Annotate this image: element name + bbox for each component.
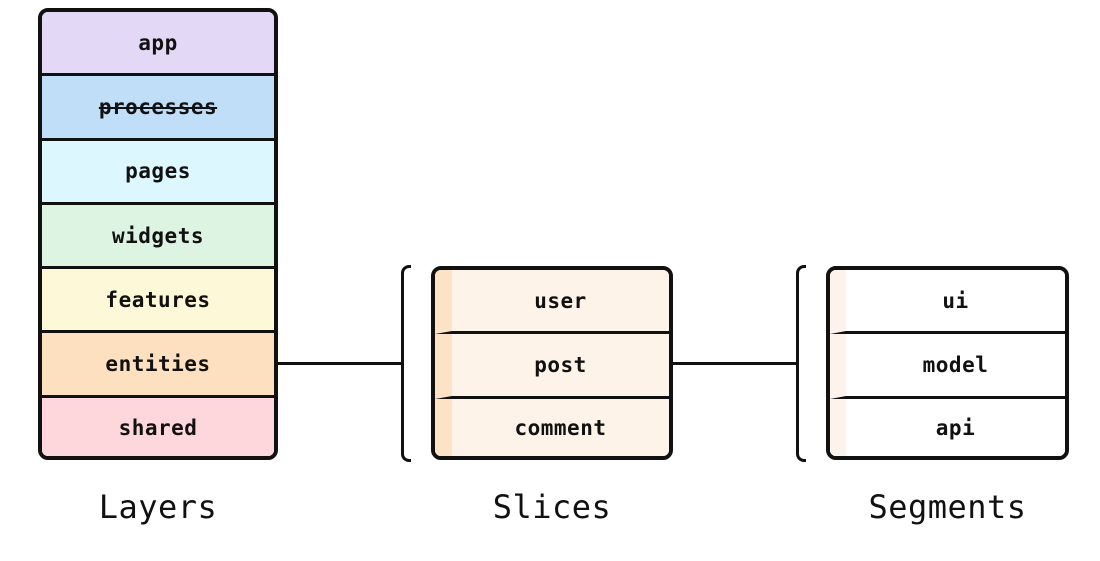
layers-stack: app processes pages widgets features ent… xyxy=(38,8,278,460)
layer-label: entities xyxy=(105,352,211,377)
segment-model: model xyxy=(830,334,1065,399)
segment-label: api xyxy=(935,415,976,440)
segment-label: model xyxy=(922,352,989,377)
layer-shared: shared xyxy=(42,397,274,456)
layer-label: processes xyxy=(98,94,218,119)
segment-label: ui xyxy=(942,288,969,313)
layer-label: shared xyxy=(118,416,198,441)
layer-label: widgets xyxy=(111,223,204,248)
segment-ui: ui xyxy=(830,270,1065,335)
slice-label: user xyxy=(534,288,587,313)
segment-api: api xyxy=(830,398,1065,456)
layer-label: features xyxy=(105,287,211,312)
layer-widgets: widgets xyxy=(42,204,274,270)
layer-features: features xyxy=(42,269,274,334)
slice-user: user xyxy=(435,270,669,335)
segments-bracket xyxy=(796,265,806,462)
layer-processes: processes xyxy=(42,76,274,141)
layer-entities: entities xyxy=(42,333,274,398)
connector-line xyxy=(278,362,402,365)
slice-label: comment xyxy=(514,415,607,440)
slices-stack: user post comment xyxy=(431,266,673,460)
slice-post: post xyxy=(435,334,669,399)
layer-label: pages xyxy=(125,159,191,184)
layer-pages: pages xyxy=(42,140,274,205)
layers-caption: Layers xyxy=(98,488,218,526)
slice-comment: comment xyxy=(435,398,669,456)
segments-stack: ui model api xyxy=(826,266,1069,460)
slices-bracket xyxy=(401,265,411,462)
slice-label: post xyxy=(534,352,587,377)
connector-line xyxy=(673,362,798,365)
segments-caption: Segments xyxy=(868,488,1027,526)
layer-app: app xyxy=(42,12,274,77)
layer-label: app xyxy=(138,30,178,55)
slices-caption: Slices xyxy=(492,488,612,526)
